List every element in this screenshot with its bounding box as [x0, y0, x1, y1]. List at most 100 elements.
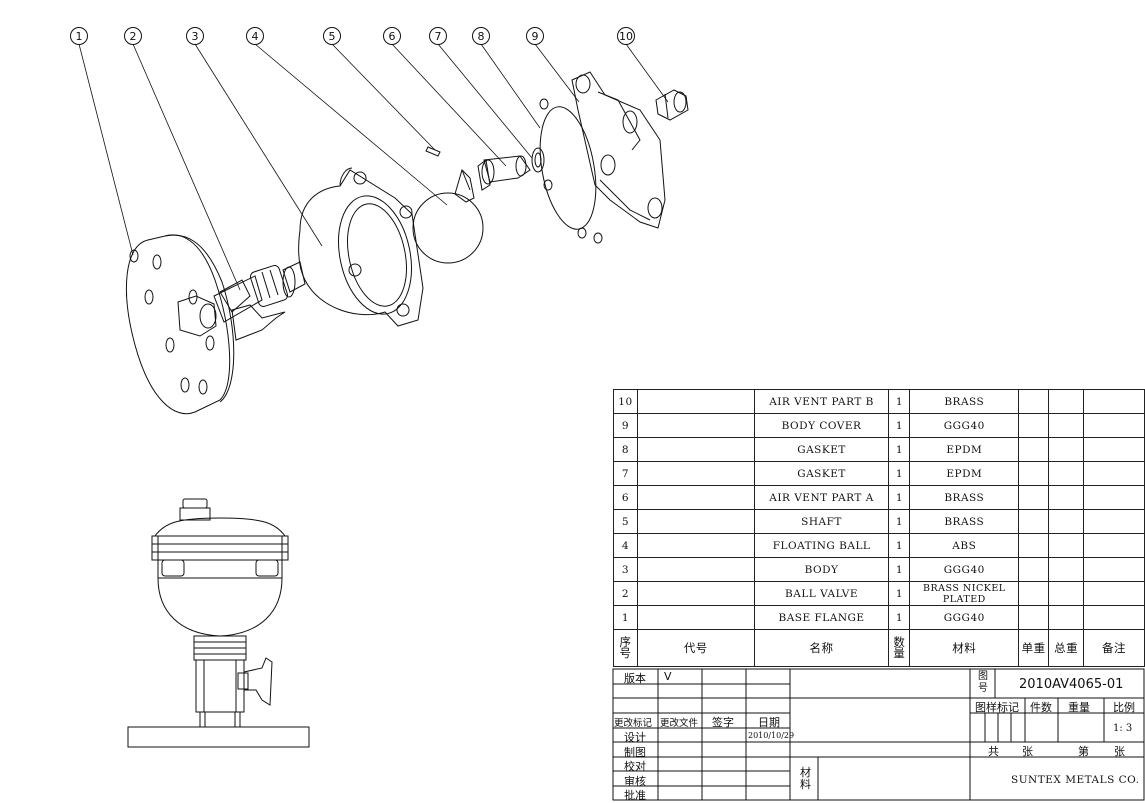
bom-note	[1083, 413, 1145, 438]
bom-total-weight	[1048, 605, 1085, 630]
callout-2	[124, 27, 142, 45]
bom-name: BALL VALVE	[753, 581, 890, 606]
bom-header-row: 序号 代号 名称 数量 材料 单重 总重 备注	[613, 629, 1145, 667]
bom-qty: 1	[888, 605, 911, 630]
bom-header-unit-weight: 单重	[1018, 629, 1050, 667]
bom-header-note: 备注	[1083, 629, 1145, 667]
bom-code	[636, 461, 755, 486]
bom-total-weight	[1048, 509, 1085, 534]
bom-row: 1 BASE FLANGE 1 GGG40	[613, 605, 1145, 630]
bom-note	[1083, 557, 1145, 582]
bom-total-weight	[1048, 461, 1085, 486]
bom-qty: 1	[888, 461, 911, 486]
callout-8	[472, 27, 490, 45]
callout-7	[429, 27, 447, 45]
bom-material: GGG40	[909, 605, 1020, 630]
callout-1	[70, 27, 88, 45]
bom-total-weight	[1048, 485, 1085, 510]
bom-total-weight	[1048, 413, 1085, 438]
callout-5	[323, 27, 341, 45]
bom-code	[636, 533, 755, 558]
bom-header-no: 序号	[613, 629, 638, 667]
bom-qty: 1	[888, 389, 911, 414]
bom-unit-weight	[1018, 581, 1050, 606]
bom-qty: 1	[888, 485, 911, 510]
bom-unit-weight	[1018, 557, 1050, 582]
callout-3	[186, 27, 204, 45]
front-view	[127, 498, 310, 748]
bom-unit-weight	[1018, 389, 1050, 414]
bom-name: BASE FLANGE	[753, 605, 890, 630]
callout-text-9: 9	[532, 30, 539, 43]
bom-no: 6	[613, 485, 638, 510]
part-base-flange	[126, 234, 235, 415]
bom-no: 8	[613, 437, 638, 462]
bom-row: 2 BALL VALVE 1 BRASS NICKEL PLATED	[613, 581, 1145, 606]
bom-note	[1083, 509, 1145, 534]
bom-header-total-weight: 总重	[1048, 629, 1085, 667]
part-shaft	[425, 146, 441, 157]
callout-text-5: 5	[329, 30, 336, 43]
bom-header-name: 名称	[753, 629, 890, 667]
front-view-ball-valve	[195, 659, 245, 713]
part-floating-ball	[412, 169, 484, 264]
bom-no: 5	[613, 509, 638, 534]
bom-note	[1083, 461, 1145, 486]
bom-material: BRASS	[909, 509, 1020, 534]
bom-code	[636, 509, 755, 534]
front-view-base-flange	[127, 726, 310, 748]
callout-6	[383, 27, 401, 45]
bom-note	[1083, 437, 1145, 462]
part-body	[282, 167, 424, 327]
bom-name: FLOATING BALL	[753, 533, 890, 558]
bom-no: 3	[613, 557, 638, 582]
part-air-vent-b	[655, 89, 689, 121]
bom-row: 3 BODY 1 GGG40	[613, 557, 1145, 582]
bom-total-weight	[1048, 533, 1085, 558]
bom-total-weight	[1048, 557, 1085, 582]
callout-balloons	[70, 27, 635, 45]
bom-no: 2	[613, 581, 638, 606]
callout-10	[617, 27, 635, 45]
bom-unit-weight	[1018, 509, 1050, 534]
bom-name: GASKET	[753, 437, 890, 462]
bom-row: 10 AIR VENT PART B 1 BRASS	[613, 389, 1145, 414]
bom-material: BRASS	[909, 485, 1020, 510]
front-view-flange	[151, 535, 289, 561]
bom-code	[636, 557, 755, 582]
bom-code	[636, 437, 755, 462]
bom-unit-weight	[1018, 461, 1050, 486]
bom-note	[1083, 533, 1145, 558]
callout-4	[246, 27, 264, 45]
bom-table: 10 AIR VENT PART B 1 BRASS 9 BODY COVER …	[613, 389, 1145, 667]
bom-total-weight	[1048, 437, 1085, 462]
bom-total-weight	[1048, 389, 1085, 414]
bom-qty: 1	[888, 509, 911, 534]
bom-material: BRASS	[909, 389, 1020, 414]
bom-row: 5 SHAFT 1 BRASS	[613, 509, 1145, 534]
bom-code	[636, 485, 755, 510]
bom-qty: 1	[888, 581, 911, 606]
bom-unit-weight	[1018, 533, 1050, 558]
callout-9	[526, 27, 544, 45]
callout-text-10: 10	[619, 30, 633, 43]
bom-code	[636, 413, 755, 438]
bom-name: AIR VENT PART A	[753, 485, 890, 510]
bom-name: SHAFT	[753, 509, 890, 534]
bom-unit-weight	[1018, 605, 1050, 630]
bom-no: 9	[613, 413, 638, 438]
bom-qty: 1	[888, 557, 911, 582]
bom-total-weight	[1048, 581, 1085, 606]
bom-material: EPDM	[909, 437, 1020, 462]
bom-note	[1083, 605, 1145, 630]
bom-qty: 1	[888, 437, 911, 462]
bom-material: EPDM	[909, 461, 1020, 486]
bom-name: GASKET	[753, 461, 890, 486]
front-view-valve-handle	[243, 657, 273, 706]
bom-qty: 1	[888, 413, 911, 438]
bom-no: 10	[613, 389, 638, 414]
bom-qty: 1	[888, 533, 911, 558]
bom-material: GGG40	[909, 413, 1020, 438]
bom-note	[1083, 389, 1145, 414]
